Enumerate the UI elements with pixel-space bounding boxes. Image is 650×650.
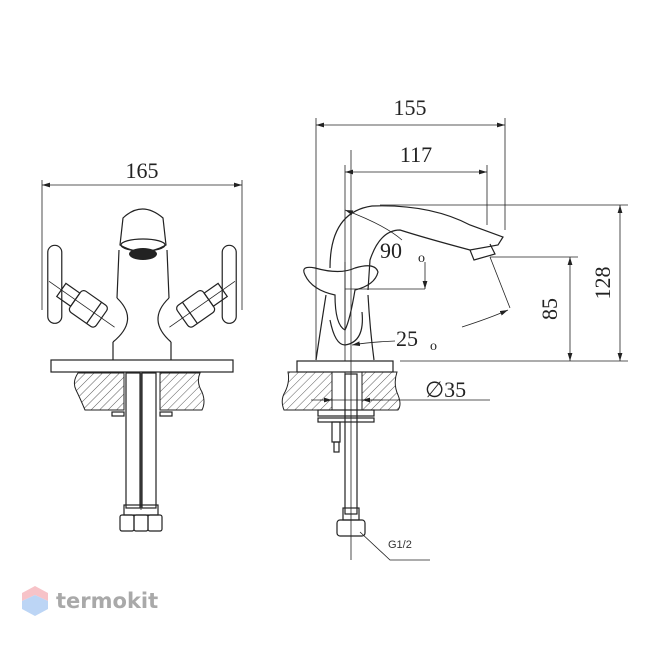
faucet-body [112, 249, 172, 360]
dimension-width: 165 [41, 158, 243, 310]
angle-25-label: 25 [396, 326, 418, 351]
right-handle [169, 244, 237, 328]
side-view: 155 117 128 85 90 o 25 o [281, 95, 628, 561]
handle [303, 265, 379, 331]
height-85-label: 85 [537, 298, 562, 320]
degree-symbol: o [418, 251, 425, 266]
faucet-body [315, 294, 375, 361]
spout-head [119, 208, 167, 253]
front-view: 165 [41, 158, 243, 532]
watermark-logo: termokit [22, 586, 158, 616]
reach-117-label: 117 [400, 142, 432, 167]
angle-90-label: 90 [380, 238, 402, 263]
left-handle [47, 244, 115, 328]
height-128-label: 128 [590, 267, 615, 300]
connection-label: G1/2 [388, 539, 412, 551]
countertop-section [73, 372, 125, 411]
supply-hoses [111, 372, 173, 532]
spout [329, 205, 504, 291]
base-plate [50, 359, 234, 373]
watermark-text: termokit [56, 589, 159, 613]
aerator [129, 248, 157, 260]
diameter-35-label: ∅35 [425, 377, 466, 402]
width-label: 165 [126, 158, 159, 183]
countertop-section [281, 371, 333, 411]
logo-hexagon-icon [22, 586, 48, 616]
base-plate [296, 360, 394, 373]
reach-155-label: 155 [394, 95, 427, 120]
degree-symbol: o [430, 339, 437, 354]
